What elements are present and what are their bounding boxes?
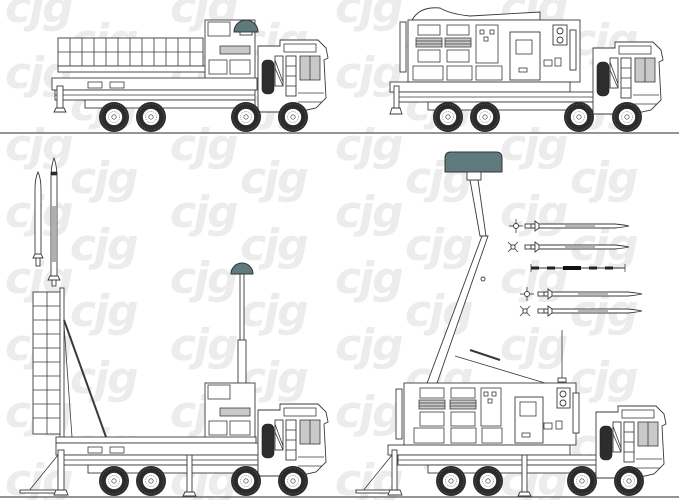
svg-text:cjg: cjg xyxy=(240,153,308,204)
svg-text:cjg: cjg xyxy=(335,120,403,171)
scale-bar xyxy=(530,264,626,272)
svg-text:cjg: cjg xyxy=(170,320,238,371)
svg-text:cjg: cjg xyxy=(500,320,568,371)
svg-text:cjg: cjg xyxy=(405,220,473,271)
radar-dome xyxy=(233,19,259,33)
svg-text:cjg: cjg xyxy=(70,220,138,271)
launcher-truck-deployed xyxy=(19,262,329,497)
svg-text:cjg: cjg xyxy=(570,353,638,404)
svg-text:cjg: cjg xyxy=(170,120,238,171)
svg-text:cjg: cjg xyxy=(500,120,568,171)
svg-text:cjg: cjg xyxy=(240,286,308,337)
svg-text:cjg: cjg xyxy=(335,0,403,33)
svg-text:cjg: cjg xyxy=(335,387,403,438)
missile-vertical-long xyxy=(47,156,61,287)
svg-text:cjg: cjg xyxy=(170,187,238,238)
svg-text:cjg: cjg xyxy=(335,187,403,238)
svg-text:cjg: cjg xyxy=(70,353,138,404)
svg-text:cjg: cjg xyxy=(335,253,403,304)
launcher-truck-travel xyxy=(51,19,329,133)
svg-text:cjg: cjg xyxy=(500,187,568,238)
shelter-truck-travel xyxy=(389,7,664,133)
svg-text:cjg: cjg xyxy=(70,153,138,204)
radar-antenna-panel xyxy=(444,151,503,173)
svg-text:cjg: cjg xyxy=(335,320,403,371)
missile-vertical-short xyxy=(32,170,44,267)
svg-text:cjg: cjg xyxy=(5,0,73,33)
shelter-truck-deployed xyxy=(355,151,667,497)
svg-text:cjg: cjg xyxy=(240,220,308,271)
svg-text:cjg: cjg xyxy=(70,286,138,337)
svg-text:cjg: cjg xyxy=(570,153,638,204)
radar-dome xyxy=(230,262,254,275)
svg-text:cjg: cjg xyxy=(170,253,238,304)
svg-text:cjg: cjg xyxy=(5,120,73,171)
